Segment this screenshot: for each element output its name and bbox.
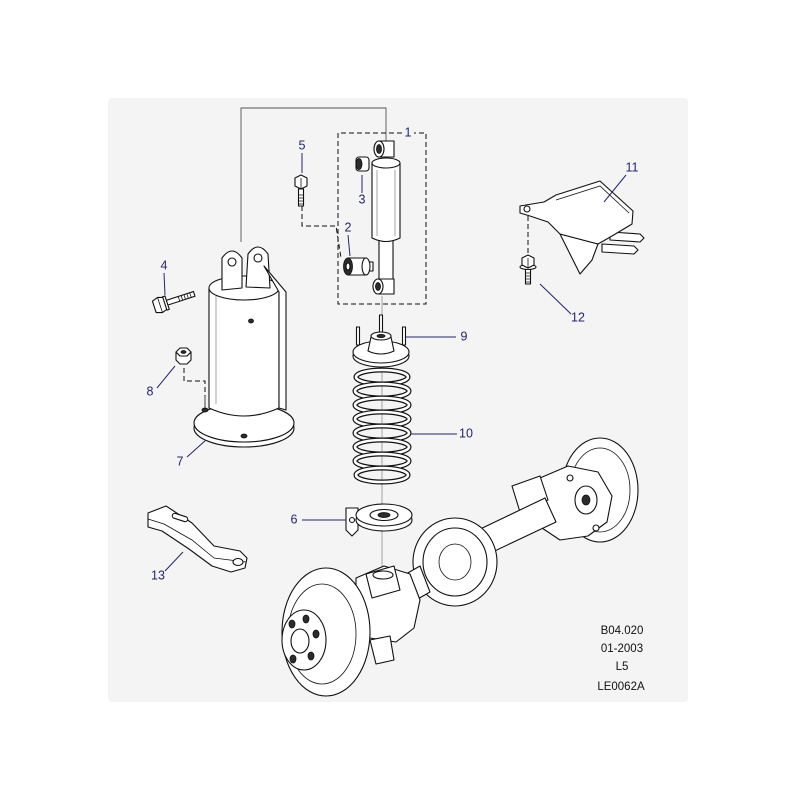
leader-line-7 bbox=[186, 439, 207, 458]
reference-block: B04.020 01-2003 L5 LE0062A bbox=[597, 625, 645, 693]
bolt-washer bbox=[162, 295, 170, 311]
lower-spring-seat bbox=[345, 503, 413, 537]
callout-9: 9 bbox=[461, 329, 468, 343]
lower-bracket-plate bbox=[147, 505, 248, 573]
bolt-thread bbox=[525, 272, 531, 283]
coil-spring bbox=[352, 367, 412, 485]
leader-line-2 bbox=[347, 234, 351, 257]
far-hub-center bbox=[581, 494, 591, 506]
shock-bottom-eye-hole bbox=[375, 282, 381, 291]
seat-stud-rear bbox=[378, 314, 384, 334]
wheel-stud bbox=[289, 654, 297, 664]
tower-body-hole bbox=[248, 318, 254, 324]
callout-11: 11 bbox=[626, 160, 639, 174]
leader-line-13 bbox=[164, 551, 184, 572]
far-hub-bolt bbox=[592, 524, 600, 532]
tower-right-ear bbox=[245, 246, 271, 289]
shock-upper-tube-top bbox=[371, 157, 401, 169]
bracket-hole bbox=[523, 205, 531, 213]
leader-line-4 bbox=[163, 272, 166, 296]
lower-bracket bbox=[147, 505, 248, 573]
far-hub-bolt bbox=[566, 474, 574, 482]
reference-line-4: LE0062A bbox=[597, 681, 645, 693]
lower-bush-bore bbox=[345, 262, 351, 271]
shock-upper-bolt bbox=[294, 174, 308, 207]
tower-flange-hole bbox=[240, 433, 248, 439]
tower-to-shock-guide-line bbox=[240, 107, 387, 242]
bracket-prong-lower bbox=[601, 243, 639, 255]
differential-cover bbox=[422, 527, 488, 597]
mounting-bracket bbox=[519, 180, 645, 275]
bolt-thread bbox=[177, 292, 192, 302]
reference-line-1: B04.020 bbox=[601, 625, 644, 637]
lower-bracket-hole bbox=[232, 557, 244, 567]
shock-tube-highlight bbox=[376, 170, 396, 236]
bolt-to-bush-dashed-line bbox=[301, 206, 342, 259]
leader-line-8 bbox=[156, 365, 176, 389]
bracket-plate bbox=[519, 180, 634, 245]
near-hub-cap bbox=[290, 628, 310, 654]
seat-boss-hole bbox=[376, 333, 386, 338]
callout-8: 8 bbox=[147, 384, 154, 398]
reference-line-3: L5 bbox=[616, 661, 629, 673]
lower-bracket-fold bbox=[147, 518, 247, 563]
shock-upper-tube bbox=[371, 162, 401, 243]
wheel-stud bbox=[307, 651, 315, 661]
lower-seat-hole bbox=[377, 512, 391, 518]
rear-axle-assembly bbox=[281, 437, 639, 697]
leader-line-11 bbox=[603, 174, 627, 203]
shock-absorber bbox=[371, 140, 401, 295]
bracket-edge bbox=[555, 185, 630, 214]
callout-10: 10 bbox=[459, 426, 473, 440]
spring-tower bbox=[193, 246, 295, 448]
leader-line-12 bbox=[539, 283, 572, 315]
seat-stud-right bbox=[401, 326, 407, 346]
lower-seat-tab-hole bbox=[348, 516, 356, 524]
upper-bush-bore bbox=[355, 158, 363, 170]
bracket-prong-upper bbox=[609, 231, 645, 243]
tower-gusset bbox=[263, 265, 287, 411]
tower-body bbox=[208, 287, 280, 417]
brake-caliper bbox=[369, 635, 395, 665]
shock-top-eye-hole bbox=[376, 144, 382, 154]
wheel-stud bbox=[288, 619, 296, 629]
tower-nut bbox=[175, 347, 192, 365]
callout-1: 1 bbox=[405, 125, 412, 139]
bolt-thread bbox=[298, 194, 304, 205]
tower-right-ear-hole bbox=[253, 253, 263, 263]
upper-spring-seat bbox=[352, 314, 410, 368]
callout-12: 12 bbox=[571, 310, 585, 324]
wheel-stud bbox=[302, 614, 310, 624]
nut-to-tower-dashed-line bbox=[183, 368, 206, 396]
near-spring-pad-top bbox=[372, 570, 394, 580]
callout-13: 13 bbox=[151, 568, 165, 582]
reference-line-2: 01-2003 bbox=[601, 643, 643, 655]
callout-2: 2 bbox=[345, 220, 352, 234]
lower-bush bbox=[343, 257, 374, 276]
seat-stud-left bbox=[355, 326, 361, 346]
spring-coil bbox=[353, 465, 411, 485]
coil-core bbox=[354, 466, 410, 484]
callout-6: 6 bbox=[291, 512, 298, 526]
tower-left-ear bbox=[221, 250, 243, 291]
callout-7: 7 bbox=[177, 454, 184, 468]
bolt-head-edge bbox=[157, 297, 163, 313]
lower-bush-end bbox=[361, 257, 371, 276]
differential-cover-center bbox=[438, 543, 472, 581]
shock-absorber-kit-box bbox=[337, 132, 427, 305]
bolt-shank bbox=[297, 188, 305, 207]
nut-hole bbox=[180, 350, 187, 354]
callout-4: 4 bbox=[161, 258, 168, 272]
wheel-stud bbox=[312, 629, 320, 639]
lower-bracket-slot bbox=[171, 512, 189, 523]
upper-bush bbox=[355, 156, 370, 172]
callout-3: 3 bbox=[359, 192, 366, 206]
callout-5: 5 bbox=[299, 138, 306, 152]
bracket-bolt bbox=[519, 254, 537, 285]
tower-bolt bbox=[151, 290, 196, 314]
tower-left-ear-hole bbox=[227, 257, 237, 267]
